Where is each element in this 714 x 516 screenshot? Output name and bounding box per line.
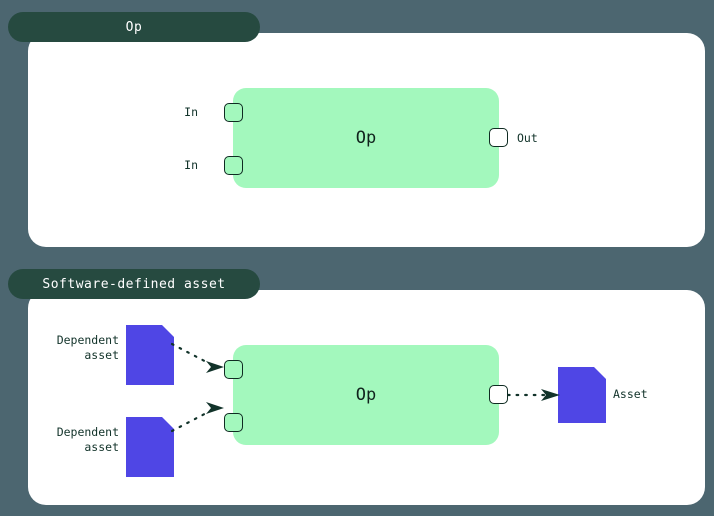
- port-input-2[interactable]: [224, 413, 243, 432]
- asset-file-icon[interactable]: [558, 367, 606, 423]
- op-node-label: Op: [355, 128, 377, 148]
- dotted-arrow-icon: [506, 389, 560, 401]
- port-output-1[interactable]: [489, 128, 508, 147]
- op-node-top[interactable]: Op: [233, 88, 499, 188]
- dependent-asset-1-label-line2: asset: [84, 348, 119, 362]
- port-input-1-label: In: [184, 105, 198, 119]
- port-output-1[interactable]: [489, 385, 508, 404]
- op-node-label: Op: [355, 385, 377, 405]
- panel-title-chip-software-defined-asset: Software-defined asset: [8, 269, 260, 299]
- dependent-asset-2-label-line1: Dependent: [56, 425, 119, 439]
- output-asset-label: Asset: [613, 387, 648, 401]
- port-input-2[interactable]: [224, 156, 243, 175]
- panel-title-chip-op: Op: [8, 12, 260, 42]
- port-input-1[interactable]: [224, 103, 243, 122]
- dependent-asset-1-label: Dependent asset: [57, 333, 119, 363]
- dependent-asset-2-label: Dependent asset: [57, 425, 119, 455]
- port-input-2-label: In: [184, 158, 198, 172]
- dependent-asset-1-label-line1: Dependent: [56, 333, 119, 347]
- dotted-arrow-icon: [170, 342, 224, 373]
- port-output-1-label: Out: [517, 131, 538, 145]
- op-node-bottom[interactable]: Op: [233, 345, 499, 445]
- asset-file-icon[interactable]: [126, 417, 174, 477]
- dependent-asset-2-label-line2: asset: [84, 440, 119, 454]
- asset-file-icon[interactable]: [126, 325, 174, 385]
- dotted-arrow-icon: [170, 402, 224, 433]
- port-input-1[interactable]: [224, 360, 243, 379]
